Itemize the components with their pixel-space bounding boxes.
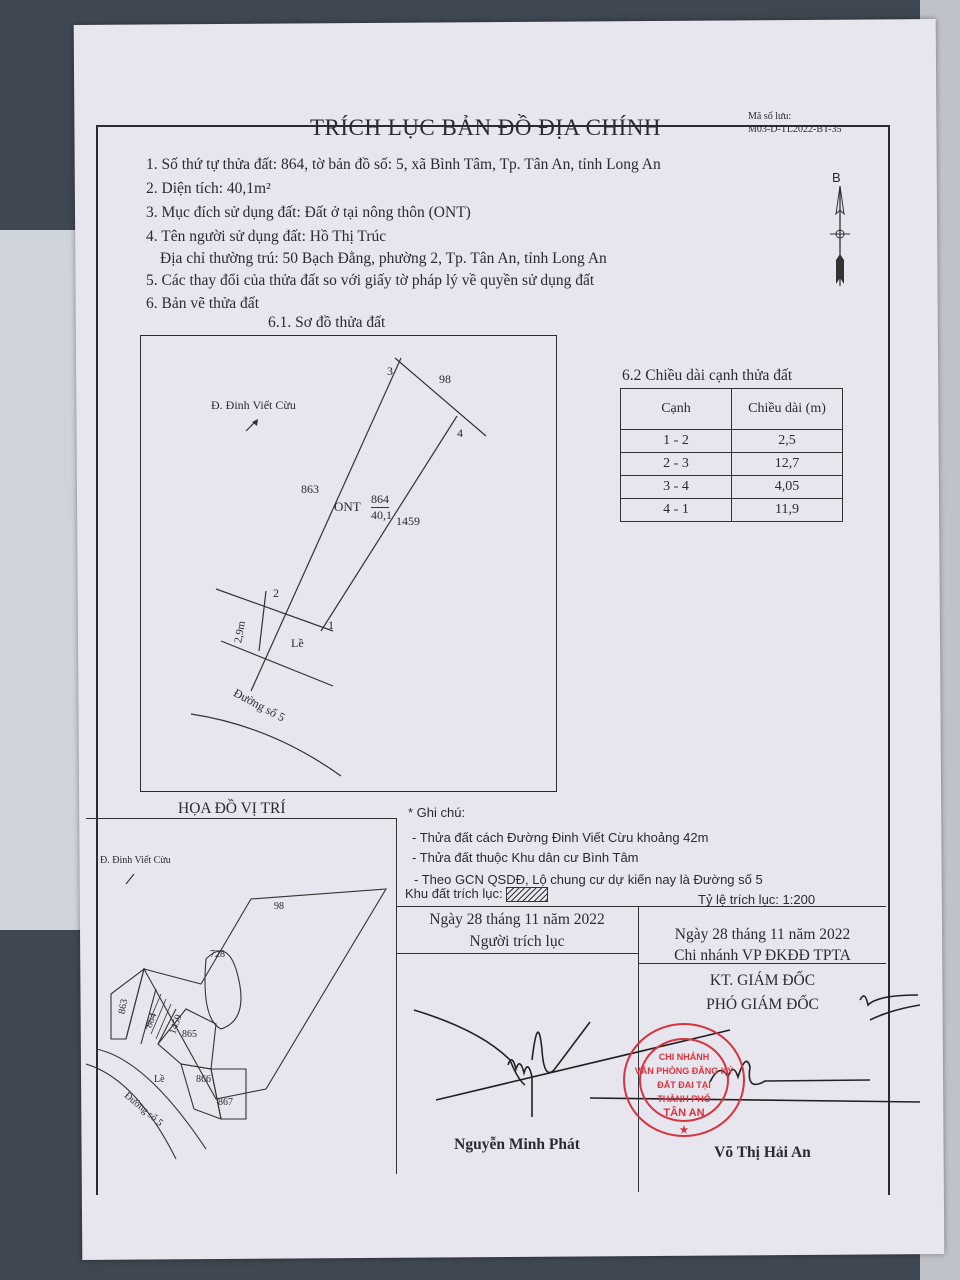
- location-parcel-98: 98: [274, 901, 284, 912]
- neighbor-1459: 1459: [396, 514, 420, 528]
- parcel-number: 864: [371, 492, 389, 508]
- vertex-3: 3: [387, 364, 393, 378]
- legend-label: Khu đất trích lục:: [405, 886, 503, 901]
- document-title: TRÍCH LỤC BẢN ĐỒ ĐỊA CHÍNH: [310, 115, 661, 140]
- hatch-pattern-icon: [506, 887, 549, 903]
- info-drawing: 6. Bản vẽ thửa đất: [146, 295, 259, 312]
- neighbor-863: 863: [301, 482, 319, 496]
- info-area: 2. Diện tích: 40,1m²: [146, 180, 271, 197]
- signature-section: [396, 906, 886, 1192]
- right-org: Chi nhánh VP ĐKĐĐ TPTA: [674, 947, 851, 964]
- edge-table-heading: 6.2 Chiều dài cạnh thửa đất: [622, 367, 793, 384]
- parcel-street-label: Đ. Đinh Viết Cừu: [211, 398, 296, 412]
- info-owner: 4. Tên người sử dụng đất: Hồ Thị Trúc: [146, 228, 387, 245]
- location-parcel-728: 728: [210, 949, 225, 960]
- length-cell: 2,5: [731, 429, 843, 453]
- vertex-1: 1: [328, 618, 334, 632]
- storage-code: Mã số lưu: M03-D-TL2022-BT-35: [748, 110, 842, 136]
- location-map-heading: HỌA ĐỒ VỊ TRÍ: [178, 800, 286, 817]
- left-date: Ngày 28 tháng 11 năm 2022: [429, 911, 605, 928]
- notes-heading: * Ghi chú:: [408, 805, 466, 820]
- location-parcel-865: 865: [182, 1029, 197, 1040]
- right-date: Ngày 28 tháng 11 năm 2022: [674, 926, 851, 943]
- right-title-2: PHÓ GIÁM ĐỐC: [706, 996, 819, 1013]
- official-stamp: CHI NHÁNH VĂN PHÒNG ĐĂNG KÝ ĐẤT ĐAI TẠI …: [623, 1023, 745, 1137]
- north-label: B: [832, 170, 841, 185]
- edge-cell: 2 - 3: [620, 452, 732, 476]
- document-frame: [96, 125, 890, 1195]
- edge-cell: 3 - 4: [620, 475, 732, 499]
- parcel-map: Đ. Đinh Viết Cừu 98 863 1459 ONT 864 40,…: [140, 335, 557, 792]
- scale-label: Tỷ lệ trích lục: 1:200: [698, 892, 816, 907]
- location-map: Đ. Đinh Viết Cừu 98 728 863 864 1459 865…: [86, 818, 397, 1174]
- location-map-drawing: [86, 873, 388, 1160]
- svg-text:★: ★: [680, 1125, 689, 1136]
- svg-text:THÀNH PHỐ: THÀNH PHỐ: [657, 1093, 711, 1104]
- location-parcel-866: 866: [196, 1074, 211, 1085]
- location-sidewalk-label: Lề: [154, 1074, 165, 1085]
- length-cell: 12,7: [731, 452, 843, 476]
- neighbor-98: 98: [439, 372, 451, 386]
- length-cell: 11,9: [731, 498, 843, 522]
- svg-text:VĂN PHÒNG ĐĂNG KÝ: VĂN PHÒNG ĐĂNG KÝ: [635, 1065, 734, 1076]
- handwritten-signatures: [413, 994, 920, 1117]
- location-parcel-867: 867: [218, 1097, 233, 1108]
- land-code: ONT: [334, 499, 361, 514]
- location-street-label: Đ. Đinh Viết Cừu: [100, 855, 171, 866]
- info-changes: 5. Các thay đổi của thửa đất so với giấy…: [146, 272, 595, 289]
- svg-text:ĐẤT ĐAI TẠI: ĐẤT ĐAI TẠI: [657, 1080, 711, 1090]
- svg-text:TÂN AN: TÂN AN: [663, 1106, 704, 1119]
- note-item: - Thửa đất cách Đường Đinh Viết Cừu khoả…: [412, 830, 709, 845]
- storage-code-label: Mã số lưu:: [748, 111, 792, 122]
- length-cell: 4,05: [731, 475, 843, 499]
- svg-text:CHI NHÁNH: CHI NHÁNH: [659, 1052, 710, 1062]
- info-address: Địa chỉ thường trú: 50 Bạch Đằng, phường…: [160, 250, 607, 267]
- edge-cell: 1 - 2: [620, 429, 732, 453]
- north-arrow-icon: [830, 186, 850, 286]
- edge-cell: 4 - 1: [620, 498, 732, 522]
- info-land-use: 3. Mục đích sử dụng đất: Đất ở tại nông …: [146, 204, 471, 221]
- parcel-map-drawing: [190, 357, 487, 777]
- vertex-2: 2: [273, 586, 279, 600]
- note-item: - Thửa đất thuộc Khu dân cư Bình Tâm: [412, 850, 639, 865]
- sidewalk-label: Lề: [291, 636, 304, 650]
- legend: Khu đất trích lục:: [405, 886, 549, 903]
- right-title-1: KT. GIÁM ĐỐC: [709, 972, 816, 989]
- column-edge: Cạnh: [620, 388, 732, 430]
- right-signer-name: Võ Thị Hải An: [714, 1144, 811, 1161]
- column-length: Chiều dài (m): [731, 388, 843, 430]
- note-item: - Theo GCN QSDĐ, Lộ chung cư dự kiến nay…: [414, 872, 763, 887]
- left-role: Người trích lục: [469, 933, 565, 950]
- storage-code-value: M03-D-TL2022-BT-35: [748, 124, 842, 135]
- info-parcel-number: 1. Số thứ tự thửa đất: 864, tờ bản đồ số…: [146, 156, 661, 173]
- parcel-area: 40,1: [371, 508, 392, 522]
- table-header: Cạnh Chiều dài (m): [620, 388, 843, 430]
- vertex-4: 4: [457, 426, 463, 440]
- left-signer-name: Nguyễn Minh Phát: [454, 1136, 580, 1153]
- parcel-map-heading: 6.1. Sơ đồ thửa đất: [268, 314, 386, 331]
